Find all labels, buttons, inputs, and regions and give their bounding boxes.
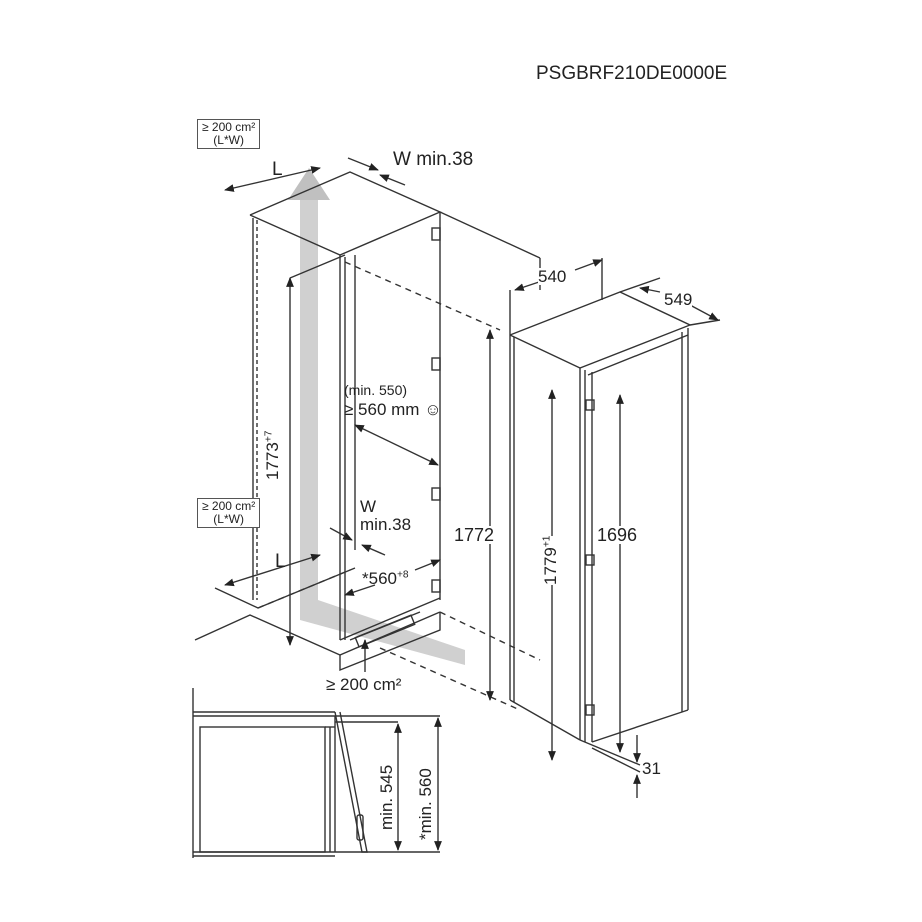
section-dim-inner: min. 545 bbox=[377, 764, 396, 830]
niche-depth-min: (min. 550) bbox=[344, 382, 408, 398]
foot-offset: 31 bbox=[642, 759, 661, 778]
appliance-width: 540 bbox=[538, 267, 567, 286]
appliance-height-total: 1772 bbox=[454, 525, 495, 545]
vent-top-W: W min.38 bbox=[393, 149, 474, 170]
vent-top-area: ≥ 200 cm² bbox=[202, 120, 256, 134]
smiley-icon: ☺ bbox=[424, 400, 442, 419]
vent-bottom-L: L bbox=[275, 551, 286, 572]
vent-top-formula: (L*W) bbox=[213, 133, 244, 147]
niche-width: *560+8 bbox=[362, 569, 409, 588]
section-view bbox=[192, 688, 440, 858]
plinth-vent-area: ≥ 200 cm² bbox=[326, 675, 402, 694]
section-dim-outer: *min. 560 bbox=[416, 768, 435, 840]
vent-bottom-W-min: min.38 bbox=[360, 515, 412, 534]
niche-height: 1773+7 bbox=[263, 430, 282, 480]
vent-bottom-area: ≥ 200 cm² bbox=[202, 499, 256, 513]
model-code: PSGBRF210DE0000E bbox=[536, 63, 728, 84]
vent-bottom-W: W bbox=[360, 497, 377, 516]
appliance-refrigerator bbox=[509, 258, 721, 773]
vent-bottom-box: ≥ 200 cm² (L*W) bbox=[197, 498, 261, 528]
niche-depth: ≥ 560 mm ☺ bbox=[344, 400, 442, 419]
vent-top-L: L bbox=[272, 159, 283, 180]
door-height: 1696 bbox=[597, 525, 638, 545]
appliance-depth: 549 bbox=[664, 290, 693, 309]
airflow-arrow-icon bbox=[288, 168, 465, 665]
appliance-height-body: 1779+1 bbox=[541, 535, 560, 585]
vent-top-box: ≥ 200 cm² (L*W) bbox=[197, 119, 261, 149]
vent-bottom-formula: (L*W) bbox=[213, 512, 244, 526]
